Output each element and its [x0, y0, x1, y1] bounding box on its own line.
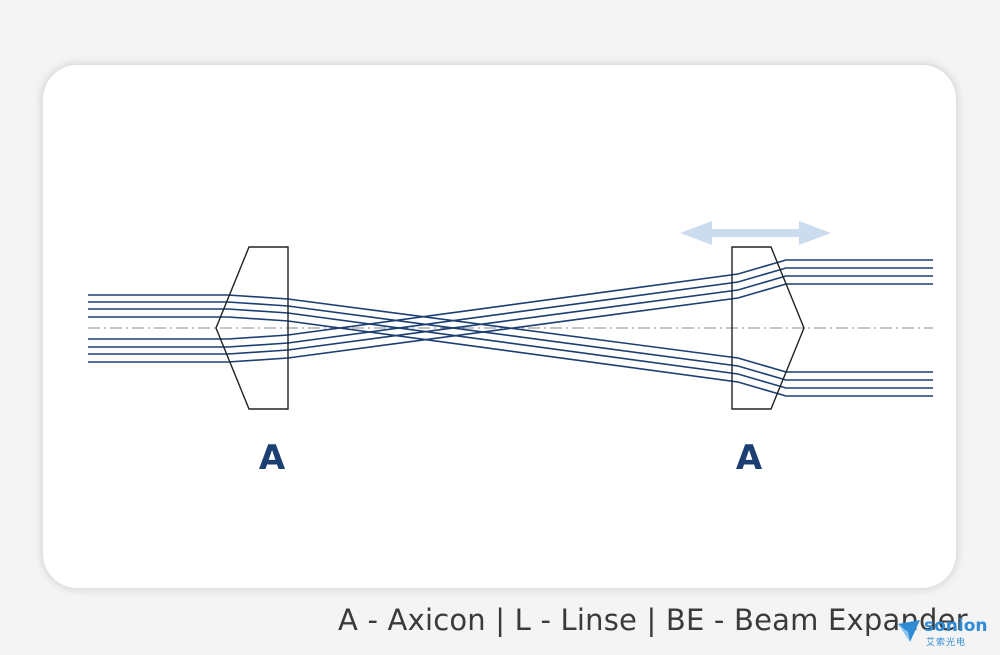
left-axicon	[215, 246, 289, 410]
right-axicon-label: A	[735, 438, 763, 478]
beam-ray-3	[88, 316, 933, 397]
beam-ray-2	[88, 308, 933, 389]
beam-ray-5	[88, 267, 933, 348]
left-axicon-label: A	[258, 438, 286, 478]
logo-icon	[898, 620, 920, 642]
legend-caption: A - Axicon | L - Linse | BE - Beam Expan…	[338, 603, 968, 637]
beam-ray-6	[88, 275, 933, 355]
beam-ray-0	[88, 294, 933, 373]
logo-subtitle: 艾索光电	[926, 638, 967, 648]
beam-group	[88, 259, 933, 397]
right-axicon	[731, 246, 805, 410]
company-logo: sonion 艾索光电	[896, 616, 996, 648]
double-arrow-icon	[680, 221, 831, 245]
beam-ray-1	[88, 301, 933, 381]
beam-ray-7	[88, 283, 933, 363]
logo-wordmark: sonion	[924, 616, 988, 636]
beam-ray-4	[88, 259, 933, 340]
